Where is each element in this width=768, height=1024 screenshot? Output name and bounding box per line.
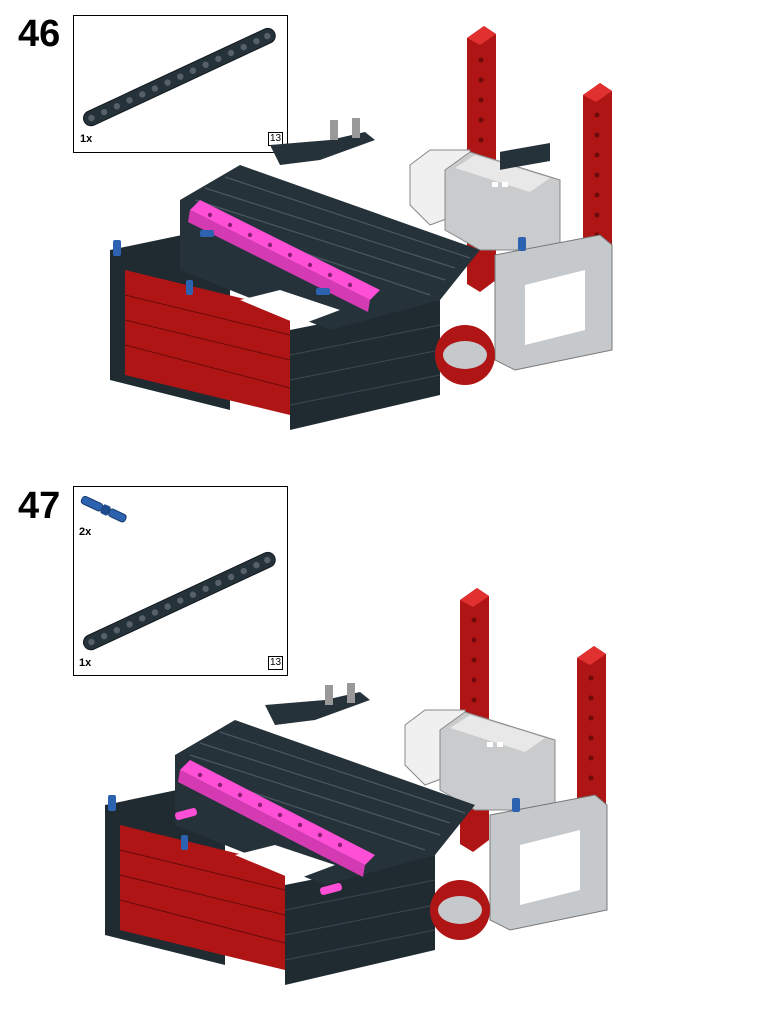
step-number: 46 bbox=[18, 13, 61, 55]
step-46: 46 1x 13 bbox=[0, 0, 768, 470]
beam-length-badge: 13 bbox=[268, 656, 284, 670]
axle-pin-part-icon bbox=[80, 495, 127, 523]
parts-callout: 2x 1x 13 bbox=[73, 486, 288, 676]
part-quantity: 2x bbox=[79, 526, 92, 538]
model-render bbox=[110, 26, 613, 430]
part-quantity: 1x bbox=[79, 657, 92, 669]
step-number: 47 bbox=[18, 485, 61, 527]
parts-callout: 1x 13 bbox=[73, 15, 288, 153]
beam-part-icon bbox=[83, 27, 276, 127]
model-render bbox=[105, 588, 608, 985]
step-47: 47 2x 1x 13 bbox=[0, 470, 768, 1024]
part-quantity: 1x bbox=[80, 133, 93, 145]
beam-part-icon bbox=[83, 551, 276, 651]
